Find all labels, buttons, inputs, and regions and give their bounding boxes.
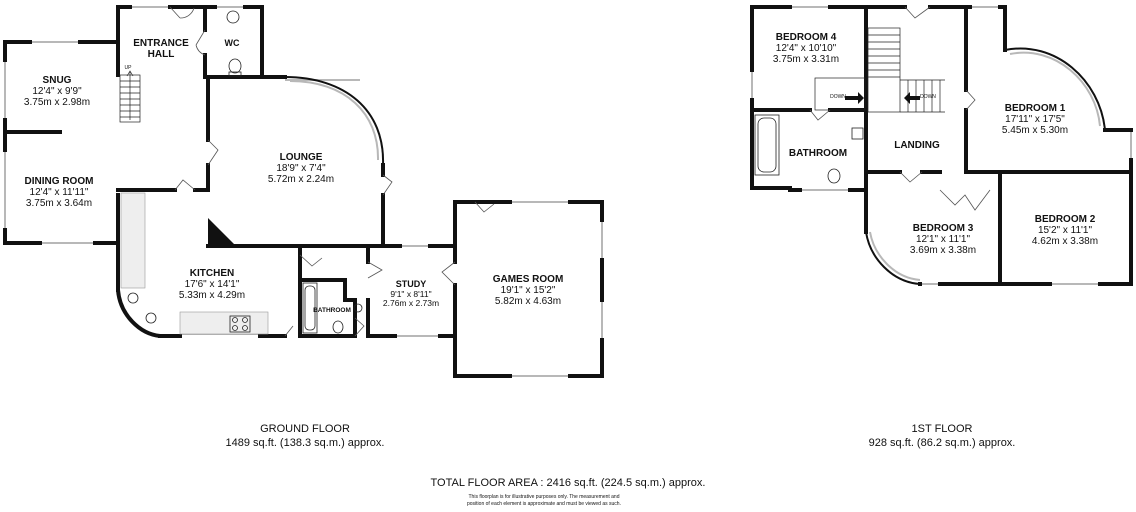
games-room-metric: 5.82m x 4.63m	[495, 296, 561, 307]
bedroom3-curve	[865, 231, 921, 285]
stair-arrow-right-icon	[904, 92, 920, 104]
bedroom4-metric: 3.75m x 3.31m	[773, 54, 839, 65]
kitchen-curved-wall	[116, 289, 161, 338]
bedroom1-imperial: 17'11" x 17'5"	[1005, 114, 1065, 125]
kitchen-metric: 5.33m x 4.29m	[179, 290, 245, 301]
first-floor-title: 1ST FLOOR	[912, 423, 973, 435]
snug-label: SNUG	[43, 75, 72, 86]
first-floor: DOWN DOWN BEDROOM 4 12'4" x 10'10" 3.75m…	[750, 5, 1133, 449]
bedroom4-imperial: 12'4" x 10'10"	[776, 43, 837, 54]
first-floor-doors	[809, 6, 991, 211]
disclaimer-line2: position of each element is approximate …	[467, 501, 621, 507]
ground-floor-windows	[4, 6, 603, 377]
bedroom3-label: BEDROOM 3	[913, 223, 974, 234]
bedroom1-bay-glazing	[1009, 51, 1101, 127]
stairs-down-label-right: DOWN	[920, 94, 936, 100]
sink-icon	[127, 292, 157, 324]
first-floor-bathroom-label: BATHROOM	[789, 148, 847, 159]
first-floor-bath-icon	[754, 114, 864, 184]
lounge-chimney	[208, 218, 236, 246]
first-floor-walls	[750, 5, 1133, 286]
bathroom-label: BATHROOM	[313, 307, 351, 314]
stairs-down-label-left: DOWN	[830, 94, 846, 100]
ground-floor-walls	[3, 5, 604, 378]
snug-imperial: 12'4" x 9'9"	[32, 86, 82, 97]
dining-room-label: DINING ROOM	[25, 176, 94, 187]
bedroom3-imperial: 12'1" x 11'1"	[916, 234, 971, 245]
bedroom2-metric: 4.62m x 3.38m	[1032, 236, 1098, 247]
bedroom1-metric: 5.45m x 5.30m	[1002, 125, 1068, 136]
lounge-imperial: 18'9" x 7'4"	[276, 163, 326, 174]
kitchen-worktop-left	[120, 192, 146, 289]
study-imperial: 9'1" x 8'11"	[390, 289, 431, 299]
wc-label: WC	[225, 38, 240, 48]
stairs-up-label: UP	[125, 65, 133, 71]
ground-floor-doors	[169, 6, 495, 337]
ground-floor-title: GROUND FLOOR	[260, 423, 350, 435]
lounge-bay-window	[284, 76, 385, 166]
ground-floor: UP ENTRAN	[3, 5, 604, 449]
bedroom1-label: BEDROOM 1	[1005, 103, 1066, 114]
study-metric: 2.76m x 2.73m	[383, 298, 439, 308]
lounge-metric: 5.72m x 2.24m	[268, 174, 334, 185]
bedroom1-bay	[1004, 47, 1106, 131]
snug-metric: 3.75m x 2.98m	[24, 97, 90, 108]
bedroom2-imperial: 15'2" x 11'1"	[1038, 225, 1093, 236]
games-room-imperial: 19'1" x 15'2"	[501, 285, 556, 296]
hob-icon	[229, 315, 251, 333]
bedroom3-metric: 3.69m x 3.38m	[910, 245, 976, 256]
ground-floor-labels: ENTRANCE HALL WC SNUG 12'4" x 9'9" 3.75m…	[24, 38, 563, 314]
stairs-up-icon	[119, 70, 141, 123]
first-floor-labels: BEDROOM 4 12'4" x 10'10" 3.75m x 3.31m B…	[773, 32, 1098, 256]
study-label: STUDY	[396, 279, 427, 289]
kitchen-worktop-bottom	[179, 311, 269, 335]
stair-arrow-left-icon	[845, 92, 864, 104]
landing-label: LANDING	[894, 140, 940, 151]
bedroom4-label: BEDROOM 4	[776, 32, 837, 43]
kitchen-label: KITCHEN	[190, 268, 234, 279]
first-floor-windows	[751, 6, 1132, 285]
entrance-hall-label-line1: ENTRANCE	[133, 38, 189, 49]
total-floor-area: TOTAL FLOOR AREA : 2416 sq.ft. (224.5 sq…	[431, 477, 706, 489]
lounge-bay-glazing	[289, 80, 380, 161]
first-floor-area: 928 sq.ft. (86.2 sq.m.) approx.	[869, 437, 1016, 449]
dining-room-imperial: 12'4" x 11'11"	[30, 187, 89, 198]
bedroom2-label: BEDROOM 2	[1035, 214, 1096, 225]
bath-icon	[302, 282, 363, 334]
wc-toilet-icon	[226, 10, 242, 77]
games-room-label: GAMES ROOM	[493, 274, 564, 285]
bedroom3-curve-glazing	[869, 231, 921, 281]
lounge-label: LOUNGE	[280, 152, 323, 163]
disclaimer-line1: This floorplan is for illustrative purpo…	[469, 494, 620, 500]
entrance-hall-label-line2: HALL	[148, 49, 175, 60]
dining-room-metric: 3.75m x 3.64m	[26, 198, 92, 209]
kitchen-imperial: 17'6" x 14'1"	[185, 279, 240, 290]
ground-floor-area: 1489 sq.ft. (138.3 sq.m.) approx.	[226, 437, 385, 449]
